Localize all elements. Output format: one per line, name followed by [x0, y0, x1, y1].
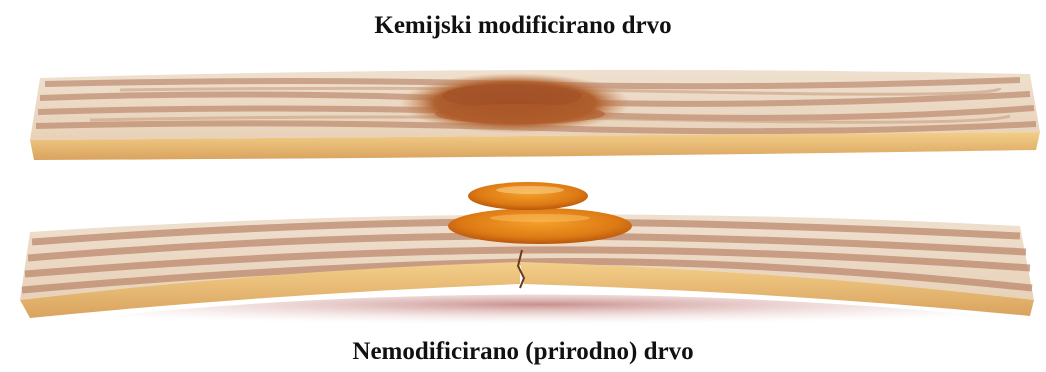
- caption-natural-wood: Nemodificirano (prirodno) drvo: [0, 338, 1046, 366]
- natural-wood-board: [20, 182, 1034, 328]
- water-droplet-large: [448, 208, 632, 244]
- modified-wood-board: [30, 70, 1040, 160]
